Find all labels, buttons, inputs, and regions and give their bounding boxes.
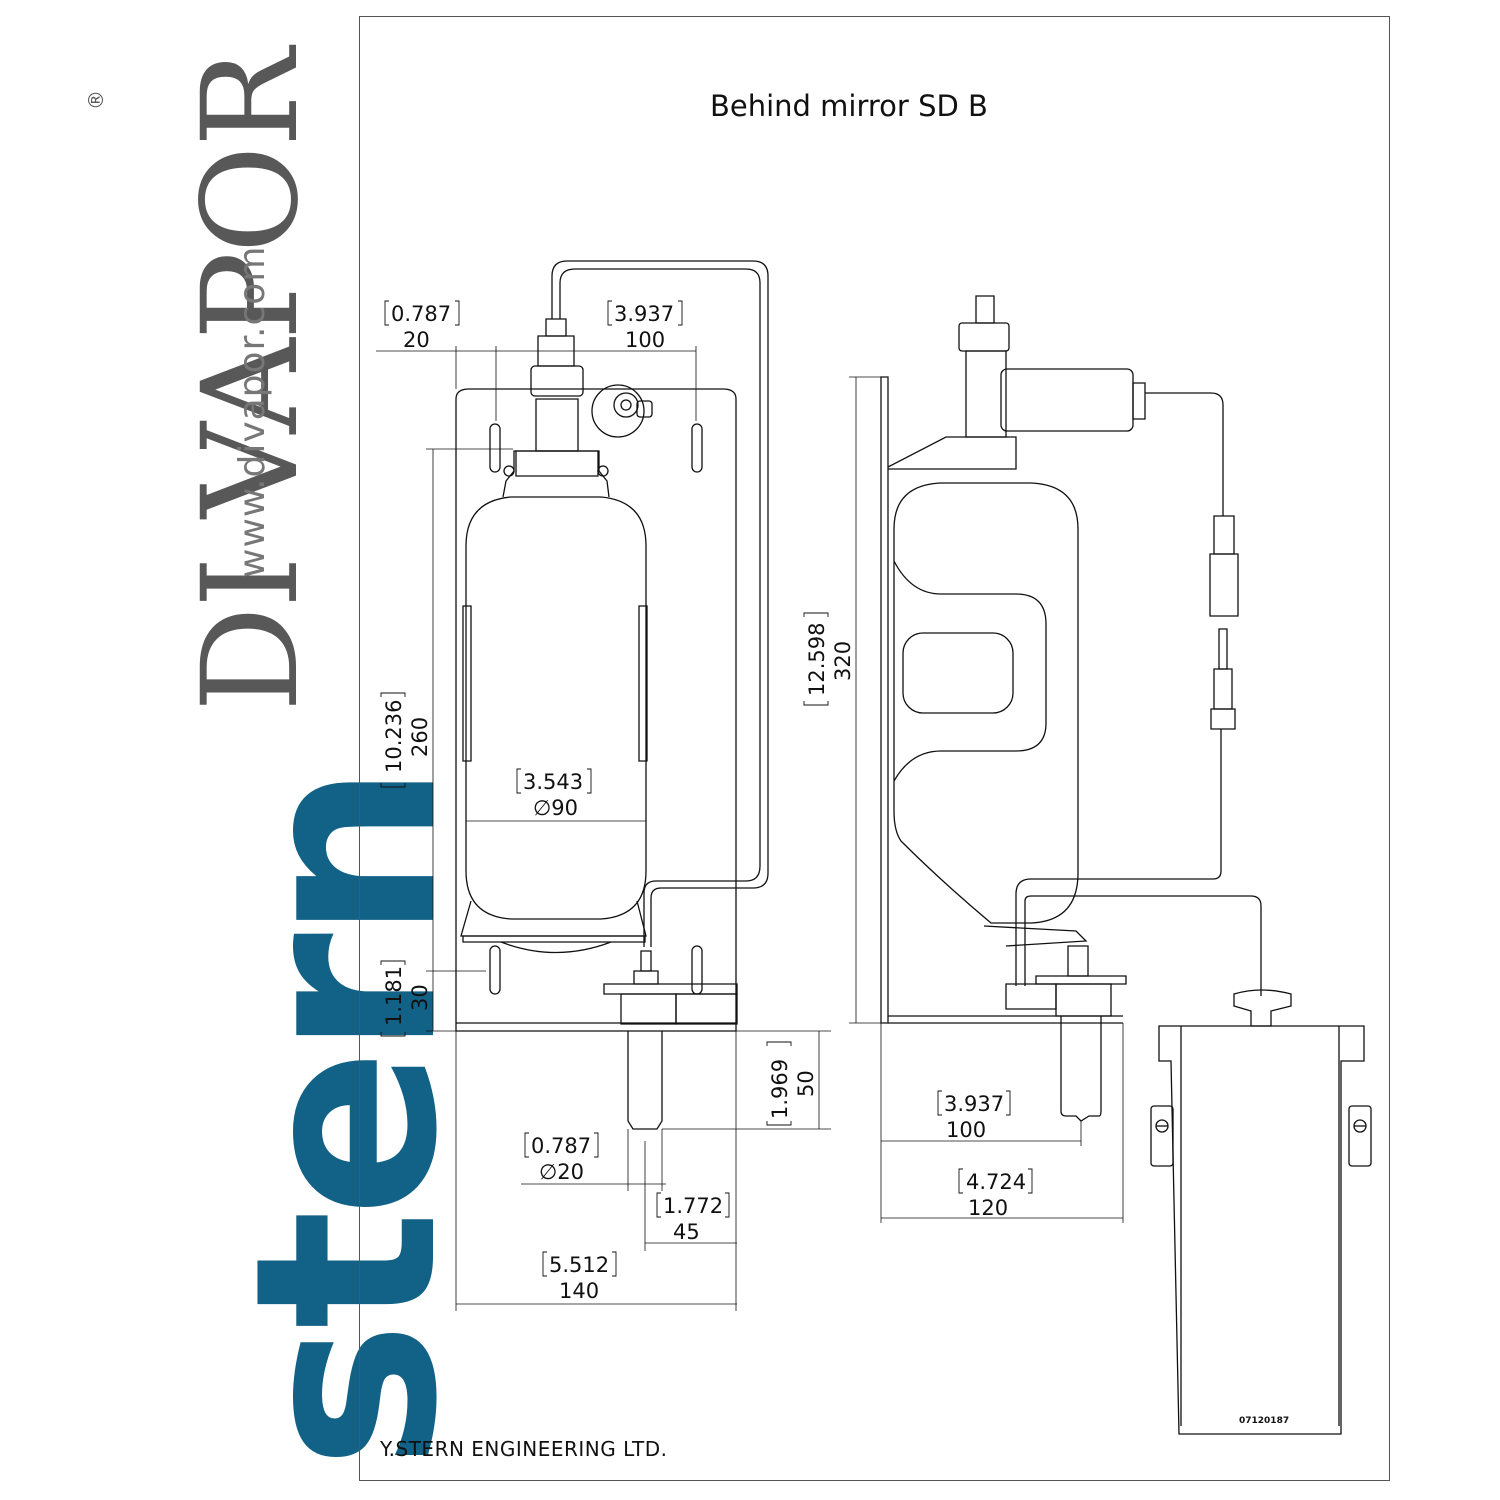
dim-top-left-mm: 20 (403, 328, 430, 352)
dim-hole-spacing-mm: 100 (625, 328, 665, 352)
front-tube (552, 261, 768, 947)
part-code: 07120187 (1239, 1416, 1289, 1426)
front-nozzle (628, 1031, 662, 1129)
dim-nozzle-diameter-mm: ∅20 (539, 1160, 584, 1184)
side-view (881, 296, 1371, 1434)
side-nozzle (1061, 1016, 1101, 1121)
soap-container (1159, 1026, 1364, 1434)
front-tank (466, 497, 646, 919)
mount-slot (692, 424, 702, 472)
technical-drawing: 0.787 20 3.937 100 3.543 ∅90 0.787 ∅20 1… (360, 17, 1391, 1482)
dimension-lines (376, 346, 1123, 1311)
dim-tank-diameter-inch: 3.543 (523, 770, 583, 794)
drawing-title: Behind mirror SD B (710, 89, 988, 123)
mount-slot (490, 424, 500, 472)
dimension-brackets (381, 301, 1032, 1276)
dim-bottom-offset-inch: 1.181 (382, 966, 406, 1026)
dim-nozzle-length-inch: 1.969 (768, 1059, 792, 1119)
dim-overall-depth-inch: 4.724 (966, 1170, 1026, 1194)
dim-plate-width-inch: 5.512 (549, 1253, 609, 1277)
dim-tank-diameter-mm: ∅90 (533, 796, 578, 820)
dim-tank-height-mm: 260 (408, 717, 432, 757)
dim-nozzle-length-mm: 50 (794, 1070, 818, 1097)
dim-nozzle-depth-inch: 3.937 (944, 1092, 1004, 1116)
side-tank (894, 483, 1078, 923)
company-footer: Y.STERN ENGINEERING LTD. (380, 1437, 668, 1461)
dim-nozzle-diameter-inch: 0.787 (531, 1134, 591, 1158)
dim-plate-height-inch: 12.598 (805, 623, 829, 696)
side-cable (1145, 393, 1223, 516)
website-url[interactable]: www.divapor.com (232, 245, 273, 578)
dim-overall-depth-mm: 120 (968, 1196, 1008, 1220)
dim-top-left-inch: 0.787 (391, 302, 451, 326)
mount-slot (692, 946, 702, 994)
registered-mark: ® (84, 90, 108, 110)
dim-plate-width-mm: 140 (559, 1279, 599, 1303)
dim-bottom-offset-mm: 30 (408, 984, 432, 1011)
front-back-plate (456, 389, 736, 1031)
dim-hole-spacing-inch: 3.937 (614, 302, 674, 326)
dim-nozzle-offset-mm: 45 (673, 1220, 700, 1244)
mount-slot (490, 946, 500, 994)
dim-plate-height-mm: 320 (831, 641, 855, 681)
drawing-sheet: Behind mirror SD B Y.STERN ENGINEERING L… (359, 16, 1390, 1481)
dim-nozzle-depth-mm: 100 (946, 1118, 986, 1142)
brand-panel: stern DI VAPOR ® www.divapor.com (0, 0, 492, 1500)
front-view (456, 261, 768, 1129)
dim-nozzle-offset-inch: 1.772 (663, 1194, 723, 1218)
side-back-plate (881, 377, 888, 1023)
dim-tank-height-inch: 10.236 (382, 700, 406, 773)
